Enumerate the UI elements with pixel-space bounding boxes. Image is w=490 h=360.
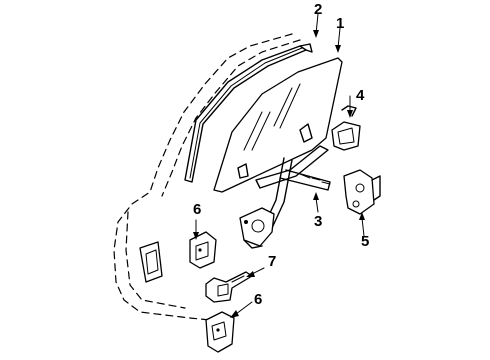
callout-5: 5	[361, 233, 369, 250]
callout-2: 2	[314, 1, 322, 18]
door-check	[205, 271, 253, 303]
door-hinge-lower	[205, 311, 235, 353]
callout-1: 1	[336, 15, 344, 32]
body-bracket	[139, 241, 163, 283]
door-hinge-upper	[189, 231, 217, 269]
callout-6-upper: 6	[193, 201, 201, 218]
door-lock	[343, 169, 381, 215]
callout-7: 7	[268, 253, 276, 270]
door-glass	[213, 57, 343, 193]
outside-handle	[331, 105, 361, 151]
callout-6-lower: 6	[254, 291, 262, 308]
window-regulator	[239, 145, 331, 249]
glass-run-channel	[184, 43, 313, 183]
callout-3: 3	[314, 213, 322, 230]
callout-4: 4	[356, 87, 365, 104]
leader-lines	[193, 13, 365, 318]
